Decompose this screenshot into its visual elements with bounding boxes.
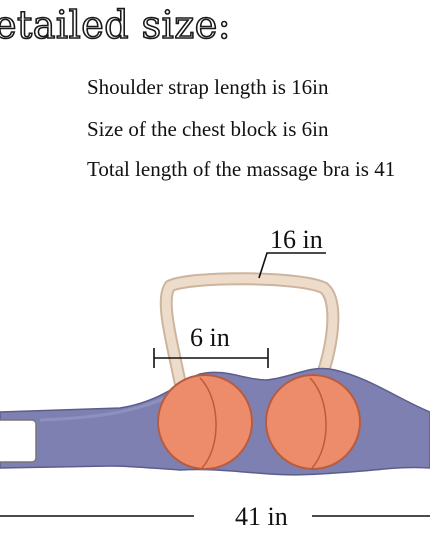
shoulder-strap-inner — [161, 274, 338, 387]
spec-strap-length: Shoulder strap length is 16in — [87, 75, 329, 99]
spec-chest-block-size: Size of the chest block is 6in — [87, 117, 329, 141]
bra-band-highlight — [39, 394, 171, 422]
strap-callout-line — [258, 252, 326, 279]
chest-block-left — [157, 374, 253, 470]
spec-total-length: Total length of the massage bra is 41 — [87, 157, 396, 181]
band-end-pad — [0, 419, 37, 463]
chest-block-right — [265, 374, 361, 470]
heading-detailed-size: etailed size: — [0, 2, 232, 48]
total-dimension-label: 41 in — [235, 502, 288, 531]
chest-block-right-seam — [309, 377, 327, 469]
strap-dimension-label: 16 in — [270, 225, 323, 254]
chest-block-left-seam — [199, 377, 217, 469]
cup-dimension-label: 6 in — [190, 323, 230, 352]
